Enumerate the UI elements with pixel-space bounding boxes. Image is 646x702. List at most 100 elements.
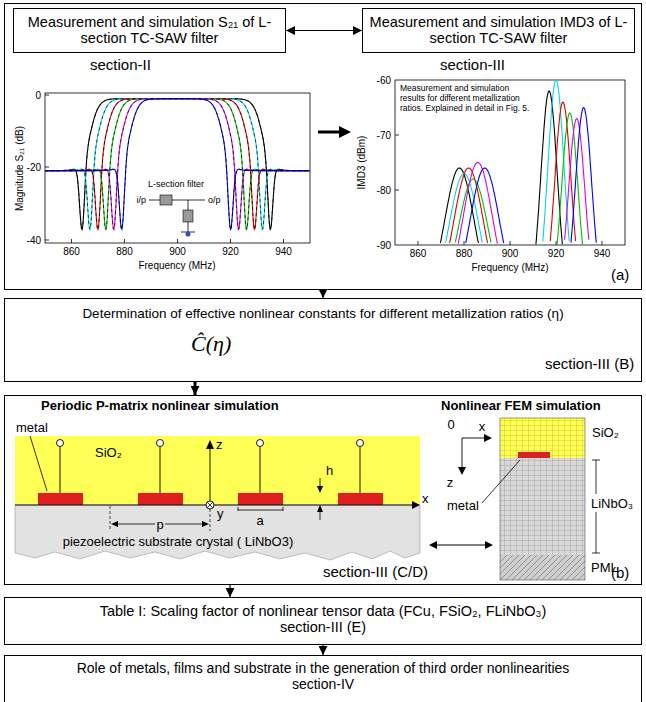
figure-label: -20 <box>27 162 41 173</box>
figure-part <box>317 486 323 512</box>
figure-part <box>339 126 351 138</box>
figure-label: 860 <box>63 246 80 257</box>
figure-label: SiO₂ <box>95 445 122 460</box>
flow-arrow <box>322 290 323 298</box>
figure-label: 0 <box>447 417 454 432</box>
figure-label: section-II <box>90 56 151 73</box>
figure-label: -60 <box>377 75 391 86</box>
box-text: (a) <box>611 266 629 283</box>
box-text: Measurement and simulation S₂₁ of L-sect… <box>20 14 279 46</box>
periodic-structure <box>15 436 420 560</box>
s21-sim-curve <box>45 99 310 230</box>
figure-part <box>238 507 283 511</box>
figure-label: IMD3 (dBm) <box>357 135 368 189</box>
box-text: Determination of effective nonlinear con… <box>5 306 641 321</box>
figure-part <box>15 436 420 505</box>
box-text: Role of metals, films and substrate in t… <box>11 660 635 676</box>
figure-part <box>138 493 183 505</box>
figure-part <box>183 210 193 222</box>
process-box: Measurement and simulation IMD3 of L-sec… <box>362 8 635 53</box>
figure-part <box>207 502 213 508</box>
figure-part <box>429 541 493 549</box>
process-box: (a) Measurement and simulation S₂₁ of L-s… <box>4 3 642 290</box>
figure-label: L-section filter <box>148 179 204 189</box>
figure-part <box>15 505 420 560</box>
figure-label: h <box>326 463 333 478</box>
box-text: Periodic P-matrix nonlinear simulation <box>41 398 279 413</box>
s21-curve <box>45 99 310 230</box>
figure-label: 940 <box>594 248 611 259</box>
figure-label: 880 <box>456 248 473 259</box>
box-text: Measurement and simulation IMD3 of L-sec… <box>369 14 628 46</box>
figure-part <box>500 555 585 580</box>
box-text: section-III (B) <box>545 355 634 372</box>
imd3-curve <box>450 102 576 243</box>
s21-curve <box>45 99 310 230</box>
figure-part <box>338 493 383 505</box>
figure-part <box>500 458 585 555</box>
figure-part <box>500 418 585 580</box>
figure-label: x <box>479 419 486 434</box>
figure-label: z <box>447 475 454 490</box>
figure-label: 920 <box>548 248 565 259</box>
fem-mesh <box>458 418 600 580</box>
s21-plot <box>45 93 310 243</box>
figure-part <box>45 93 310 243</box>
process-box: Table I: Scaling factor of nonlinear ten… <box>4 597 642 645</box>
figure-part <box>500 418 585 458</box>
l-section-inset <box>149 195 205 237</box>
figure-label: 880 <box>116 246 133 257</box>
figure-label: 920 <box>222 246 239 257</box>
flow-arrow <box>229 585 230 597</box>
s21-sim-curve <box>45 99 310 230</box>
process-box: Role of metals, films and substrate in t… <box>4 655 642 702</box>
imd3-curve <box>455 113 582 244</box>
figure-label: z <box>216 437 223 452</box>
figure-part <box>462 438 485 468</box>
figure-label: LiNbO₃ <box>591 496 633 511</box>
figure-part <box>357 440 364 447</box>
figure-part <box>500 418 585 458</box>
s21-curve <box>45 99 310 230</box>
figure-part <box>395 80 625 245</box>
flow-arrow <box>194 382 197 395</box>
figure-label: Magnitude S₂₁ (dB) <box>15 125 26 210</box>
figure-part <box>518 452 550 458</box>
figure-part <box>395 135 602 245</box>
s21-curve <box>45 99 310 230</box>
figure-part <box>500 555 585 580</box>
figure-label: 0 <box>35 90 41 101</box>
figure-part <box>436 544 486 545</box>
figure-label: i/p <box>136 195 146 205</box>
figure-label: x <box>422 491 429 506</box>
figure-part <box>45 99 310 230</box>
box-text: section-IV <box>11 676 635 692</box>
s21-sim-curve <box>45 99 310 230</box>
figure-part <box>320 478 321 520</box>
figure-label: -40 <box>27 235 41 246</box>
figure-label: Frequency (MHz) <box>138 260 215 271</box>
figure-part <box>458 434 492 475</box>
figure-part <box>38 493 83 505</box>
figure-part <box>186 232 191 237</box>
box-text: section-III (C/D) <box>321 563 430 580</box>
process-box: Periodic P-matrix nonlinear simulation No… <box>4 395 642 585</box>
figure-label: 900 <box>502 248 519 259</box>
figure-label: 900 <box>169 246 186 257</box>
s21-sim-curve <box>45 99 310 230</box>
box-text: section-III (E) <box>11 619 635 635</box>
s21-curve <box>45 99 310 230</box>
figure-label: p <box>155 517 164 532</box>
s21-sim-curve <box>45 99 310 230</box>
box-text: Table I: Scaling factor of nonlinear ten… <box>11 603 635 619</box>
s21-sim-curve <box>45 99 310 230</box>
figure-part <box>318 131 340 134</box>
figure-part <box>149 200 205 232</box>
figure-part <box>110 506 210 531</box>
figure-part <box>160 195 172 205</box>
box-text: Nonlinear FEM simulation <box>441 398 601 413</box>
figure-label: section-III <box>440 56 505 73</box>
figure-label: PML <box>591 560 618 575</box>
figure-part <box>206 501 214 509</box>
